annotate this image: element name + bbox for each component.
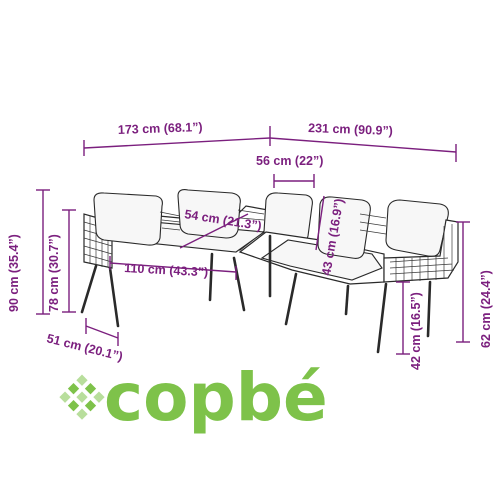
dim-total-width-right: 231 cm (90.9”) xyxy=(308,121,393,138)
dim-sofa-length: 110 cm (43.3”) xyxy=(124,261,209,279)
brand-logo: copbé xyxy=(59,359,328,436)
dim-backrest-height: 78 cm (30.7”) xyxy=(47,234,61,312)
logo-wordmark: copbé xyxy=(104,359,328,436)
back-cushion-4 xyxy=(317,196,371,259)
dim-armrest-height: 62 cm (24.4”) xyxy=(479,270,493,348)
dim-total-height: 90 cm (35.4”) xyxy=(7,234,21,312)
dim-seat-depth: 56 cm (22”) xyxy=(256,154,323,168)
dim-total-width-left: 173 cm (68.1”) xyxy=(118,120,203,137)
back-cushion-1 xyxy=(93,192,163,246)
right-seat-cushion xyxy=(260,239,383,281)
center-weave xyxy=(159,209,387,235)
sofa-illustration xyxy=(80,189,459,354)
back-cushion-5 xyxy=(385,199,449,257)
logo-checker-icon xyxy=(59,374,105,420)
dim-seat-height: 42 cm (16.5”) xyxy=(409,292,423,370)
dimension-lines xyxy=(36,126,470,355)
right-armrest xyxy=(383,219,459,283)
